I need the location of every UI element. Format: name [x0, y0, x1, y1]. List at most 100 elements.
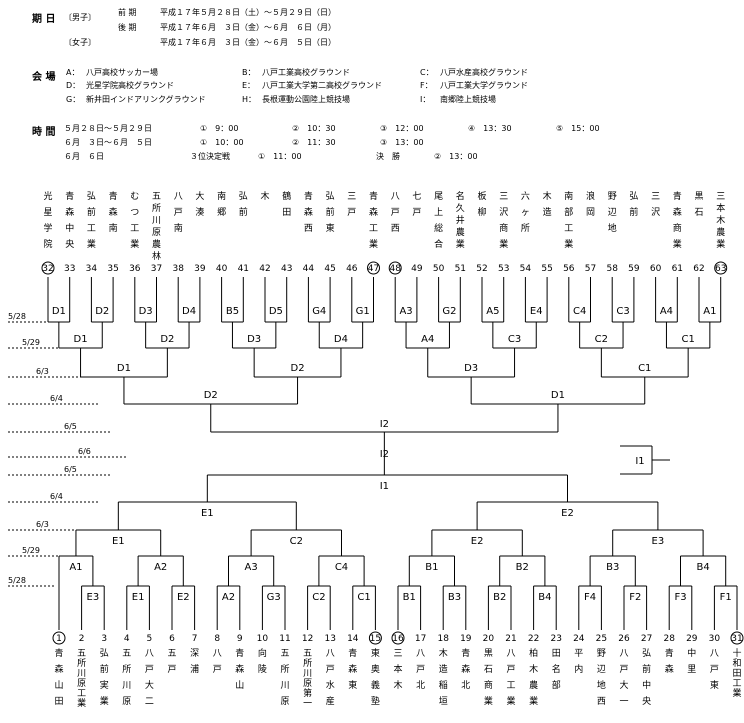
- bottom-team-name: 青: [54, 647, 63, 659]
- bottom-team-name: 義: [371, 679, 380, 691]
- match-code-bottom-r1: F3: [674, 592, 686, 603]
- venue-name: 新井田インドアリンクグラウンド: [86, 95, 206, 104]
- top-team-name: 西: [304, 223, 313, 234]
- bottom-team-name: 北: [416, 680, 425, 691]
- bottom-team-name: 原: [303, 678, 312, 689]
- match-code-top-r1: A5: [486, 306, 499, 317]
- top-team-name: 岡: [586, 207, 595, 218]
- top-team-name: 業: [87, 238, 96, 250]
- match-code-top-semi: I2: [380, 419, 389, 430]
- bottom-team-name: 稲: [439, 679, 448, 691]
- round-date-label: 6/3: [36, 367, 49, 376]
- top-team-seed: 56: [563, 264, 575, 274]
- top-team-name: 光: [43, 190, 52, 202]
- match-code-bottom-r4: E2: [561, 508, 574, 519]
- top-team-seed: 47: [368, 264, 379, 274]
- time-slot-3: ③ 12：00: [380, 124, 424, 133]
- first-period-label: 前 期: [118, 8, 137, 17]
- time-slot-7: ② 11：30: [292, 138, 336, 147]
- bottom-team-name: 第: [303, 687, 312, 699]
- top-team-name: 業: [499, 238, 508, 250]
- top-team-seed-circle: [367, 261, 380, 275]
- bottom-team-name: 森: [461, 663, 470, 675]
- round-date-label: 6/3: [36, 520, 49, 529]
- top-team-name: 所: [152, 203, 161, 214]
- bottom-team-name: 北: [461, 680, 470, 691]
- top-team-name: 青: [673, 190, 682, 202]
- final-label: 決 勝: [376, 152, 400, 161]
- top-team-name: 上: [434, 207, 443, 218]
- top-team-name: 農: [716, 226, 725, 238]
- top-team-seed: 40: [216, 264, 228, 274]
- top-team-name: 三: [499, 192, 508, 202]
- bottom-team-seed: 8: [214, 634, 220, 644]
- bottom-team-name: 大: [619, 679, 628, 691]
- bottom-team-name: 川: [77, 669, 86, 679]
- bottom-team-name: 戸: [145, 664, 154, 675]
- third-place-label: ３位決定戦: [190, 152, 230, 161]
- venue-code: C：: [420, 68, 434, 77]
- top-team-name: 木: [260, 190, 269, 202]
- bottom-team-name: 青: [348, 647, 357, 659]
- venue-code: F：: [420, 81, 433, 90]
- bottom-team-name: 業: [77, 697, 86, 709]
- bottom-team-name: 柏: [529, 647, 538, 659]
- top-team-seed: 55: [541, 264, 552, 274]
- top-team-name: 沢: [499, 206, 508, 218]
- bottom-team-name: 戸: [619, 664, 628, 675]
- top-team-name: 三: [347, 192, 356, 202]
- top-team-seed: 53: [498, 264, 509, 274]
- bottom-team-name: 青: [235, 647, 244, 659]
- time-slot-2: ② 10：30: [292, 124, 336, 133]
- match-code-final: I2: [380, 449, 389, 460]
- top-team-name: 三: [716, 192, 725, 202]
- bottom-team-name: 業: [529, 695, 538, 707]
- bottom-team-seed: 20: [483, 634, 495, 644]
- bottom-team-name: 実: [100, 679, 109, 691]
- top-team-seed: 46: [346, 264, 358, 274]
- bottom-team-name: 商: [484, 679, 493, 691]
- match-code-bottom-semi: I1: [380, 481, 389, 492]
- bottom-team-name: 中: [642, 679, 651, 691]
- bottom-team-name: 木: [393, 679, 402, 691]
- bottom-team-name: 石: [484, 665, 493, 675]
- bottom-team-name: 青: [461, 647, 470, 659]
- top-team-name: 前: [629, 206, 638, 218]
- top-team-seed: 43: [281, 264, 292, 274]
- top-team-name: 業: [369, 238, 378, 250]
- venue-code: H：: [242, 95, 257, 104]
- top-team-seed: 41: [238, 264, 249, 274]
- top-team-seed: 42: [259, 264, 270, 274]
- top-team-name: 弘: [629, 191, 638, 202]
- top-team-name: 石: [694, 208, 703, 218]
- bottom-team-name: 前: [642, 663, 651, 675]
- bottom-team-name: 西: [597, 696, 606, 707]
- bottom-team-name: 浦: [190, 663, 199, 675]
- match-code-top-r2: C1: [681, 334, 694, 345]
- bottom-team-name: 内: [574, 663, 583, 675]
- top-team-name: 井: [456, 214, 465, 226]
- top-team-name: 戸: [174, 207, 183, 218]
- bottom-team-seed: 30: [709, 634, 721, 644]
- top-team-seed: 39: [194, 264, 206, 274]
- top-team-name: 合: [434, 238, 443, 250]
- top-team-seed: 37: [151, 264, 162, 274]
- times-title: 時 間: [32, 127, 56, 138]
- bottom-team-name: 部: [552, 679, 561, 691]
- bottom-team-name: 産: [326, 695, 335, 707]
- match-code-top-r1: G2: [442, 306, 456, 317]
- top-team-seed: 49: [411, 264, 423, 274]
- top-team-name: 板: [477, 190, 486, 202]
- top-team-name: 前: [87, 206, 96, 218]
- top-team-seed: 63: [715, 264, 726, 274]
- match-code-bottom-r1: B3: [448, 592, 461, 603]
- bottom-team-seed: 21: [505, 634, 516, 644]
- top-team-name: 森: [109, 206, 118, 218]
- venue-name: 長根運動公園陸上競技場: [262, 95, 350, 104]
- match-code-top-r1: C3: [616, 306, 629, 317]
- venue-name: 八戸工業高校グラウンド: [262, 68, 350, 77]
- time-row-3-date: ６月 ６日: [64, 152, 104, 161]
- bottom-team-seed: 24: [573, 634, 585, 644]
- top-team-name: 青: [369, 190, 378, 202]
- match-code-bottom-r1: E2: [177, 592, 190, 603]
